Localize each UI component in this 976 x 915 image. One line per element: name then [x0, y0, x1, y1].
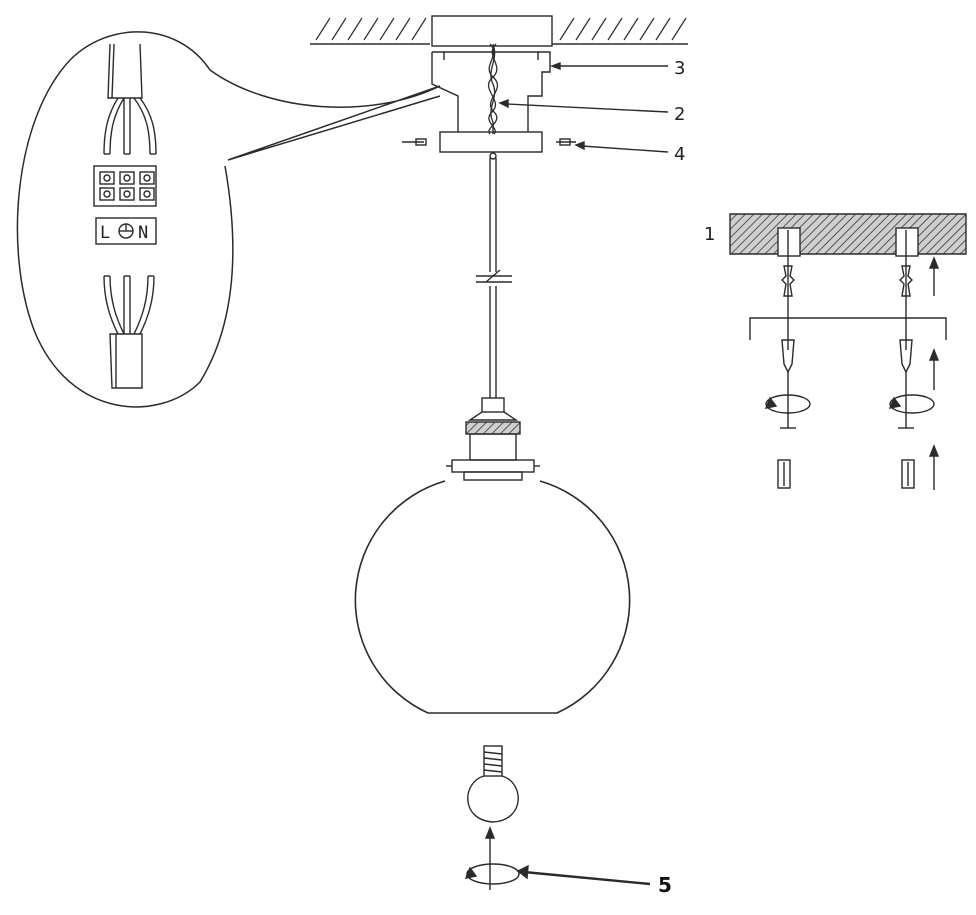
arrowhead-icon: [574, 140, 585, 151]
ceiling-hatching: [310, 17, 688, 45]
mounting-bracket: [431, 51, 551, 132]
mounting-ceiling-section: [729, 213, 967, 257]
callout-1: 1: [704, 224, 715, 245]
wiring-detail-callout-bubble: [16, 31, 441, 408]
terminal-block: [93, 165, 157, 207]
upper-supply-cable: [103, 43, 157, 155]
screw-in-rotation-icon: [464, 826, 520, 890]
up-arrow-icon: [928, 444, 940, 490]
callout-4: 4: [674, 144, 685, 165]
suspension-cord: [476, 152, 512, 398]
wall-plug-right: [899, 256, 913, 350]
lamp-socket-holder: [446, 397, 540, 481]
anchor-left: [777, 459, 791, 489]
lower-lamp-cable: [103, 275, 155, 389]
canopy-screw-right: [556, 138, 576, 146]
screw-left: [764, 339, 811, 429]
arrowhead-icon: [498, 98, 509, 109]
leader-line-5: [523, 870, 651, 886]
ceiling-junction-box: [431, 15, 553, 47]
terminal-label-live: L: [100, 223, 110, 243]
callout-3: 3: [674, 58, 685, 79]
wall-plug-left: [781, 256, 795, 350]
callout-5: 5: [658, 873, 672, 897]
anchor-right: [901, 459, 915, 489]
screw-right: [888, 339, 935, 429]
bracket-outline: [749, 317, 947, 340]
arrowhead-icon: [516, 864, 529, 880]
up-arrow-icon: [928, 348, 940, 390]
up-arrow-icon: [928, 256, 940, 296]
canopy-screw-left: [402, 138, 427, 146]
arrowhead-icon: [550, 61, 561, 71]
light-bulb-icon: [467, 745, 519, 823]
canopy-plate: [439, 131, 543, 153]
leader-line-4: [581, 145, 669, 153]
twisted-supply-wires: [487, 43, 499, 135]
leader-line-2: [505, 103, 669, 113]
glass-globe-shade: [354, 480, 631, 714]
earth-ground-icon: [118, 223, 134, 239]
terminal-label-box: [95, 217, 157, 245]
terminal-label-neutral: N: [138, 223, 148, 243]
callout-2: 2: [674, 104, 685, 125]
